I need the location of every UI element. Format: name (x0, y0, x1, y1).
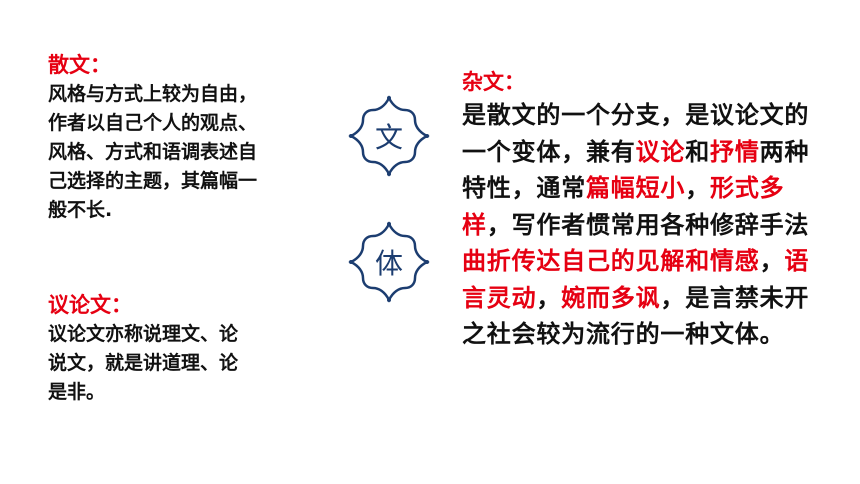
zawen-highlight: 婉而多讽 (561, 283, 661, 312)
yilunwen-description: 议论文亦称说理文、论 说文，就是讲道理、论 是非。 (48, 320, 348, 407)
zawen-text: ，写作者惯常用各种修辞手法 (486, 210, 810, 239)
wen-character: 文 (374, 121, 403, 154)
yilunwen-line: 议论文亦称说理文、论 (48, 323, 239, 345)
zawen-text: 两种特性，通常 (462, 137, 810, 203)
zawen-highlight: 抒情 (710, 137, 760, 166)
zawen-text: ，是言禁未开之社会较为流行的一种文体。 (462, 283, 810, 349)
zawen-text: 和 (685, 137, 711, 166)
yilunwen-title: 议论文： (48, 293, 132, 317)
wen-emblem: 文 (347, 94, 431, 178)
zawen-highlight: 形式多样 (462, 174, 785, 239)
zawen-text: ， (536, 283, 562, 312)
ti-emblem: 体 (347, 220, 431, 304)
sanwen-line: 风格、方式和语调表述自 (48, 141, 258, 163)
zawen-highlight: 曲折传达自己的见解和情感 (462, 247, 760, 275)
zawen-text: ， (759, 247, 785, 275)
zawen-text: ， (685, 174, 711, 202)
sanwen-line: 己选择的主题，其篇幅一 (48, 170, 258, 192)
zawen-section: 杂文： 是散文的一个分支，是议论文的一个变体，兼有议论和抒情两种特性，通常篇幅短… (462, 68, 812, 353)
zawen-highlight: 语言灵动 (462, 247, 810, 312)
yilunwen-line: 是非。 (48, 381, 106, 403)
ornate-frame-icon (348, 95, 430, 177)
zawen-text: 论文的一个变体，兼有 (462, 101, 810, 166)
zawen-description: 是散文的一个分支，是议论文的一个变体，兼有议论和抒情两种特性，通常篇幅短小，形式… (462, 97, 812, 353)
zawen-title: 杂文： (462, 70, 525, 94)
sanwen-title: 散文： (48, 53, 111, 77)
zawen-highlight: 议论 (635, 137, 686, 166)
sanwen-line: 般不长. (48, 199, 113, 221)
sanwen-section: 散文： 风格与方式上较为自由， 作者以自己个人的观点、 风格、方式和语调表述自 … (48, 52, 348, 225)
sanwen-line: 作者以自己个人的观点、 (48, 112, 258, 134)
zawen-highlight: 篇幅短小 (586, 174, 686, 202)
ornate-frame-icon (348, 221, 430, 303)
yilunwen-line: 说文，就是讲道理、论 (48, 352, 239, 374)
sanwen-description: 风格与方式上较为自由， 作者以自己个人的观点、 风格、方式和语调表述自 己选择的… (48, 80, 348, 225)
ti-character: 体 (374, 247, 403, 280)
sanwen-line: 风格与方式上较为自由， (48, 83, 258, 105)
zawen-text: 是散文的一个分支，是议 (462, 101, 735, 129)
yilunwen-section: 议论文： 议论文亦称说理文、论 说文，就是讲道理、论 是非。 (48, 292, 348, 407)
